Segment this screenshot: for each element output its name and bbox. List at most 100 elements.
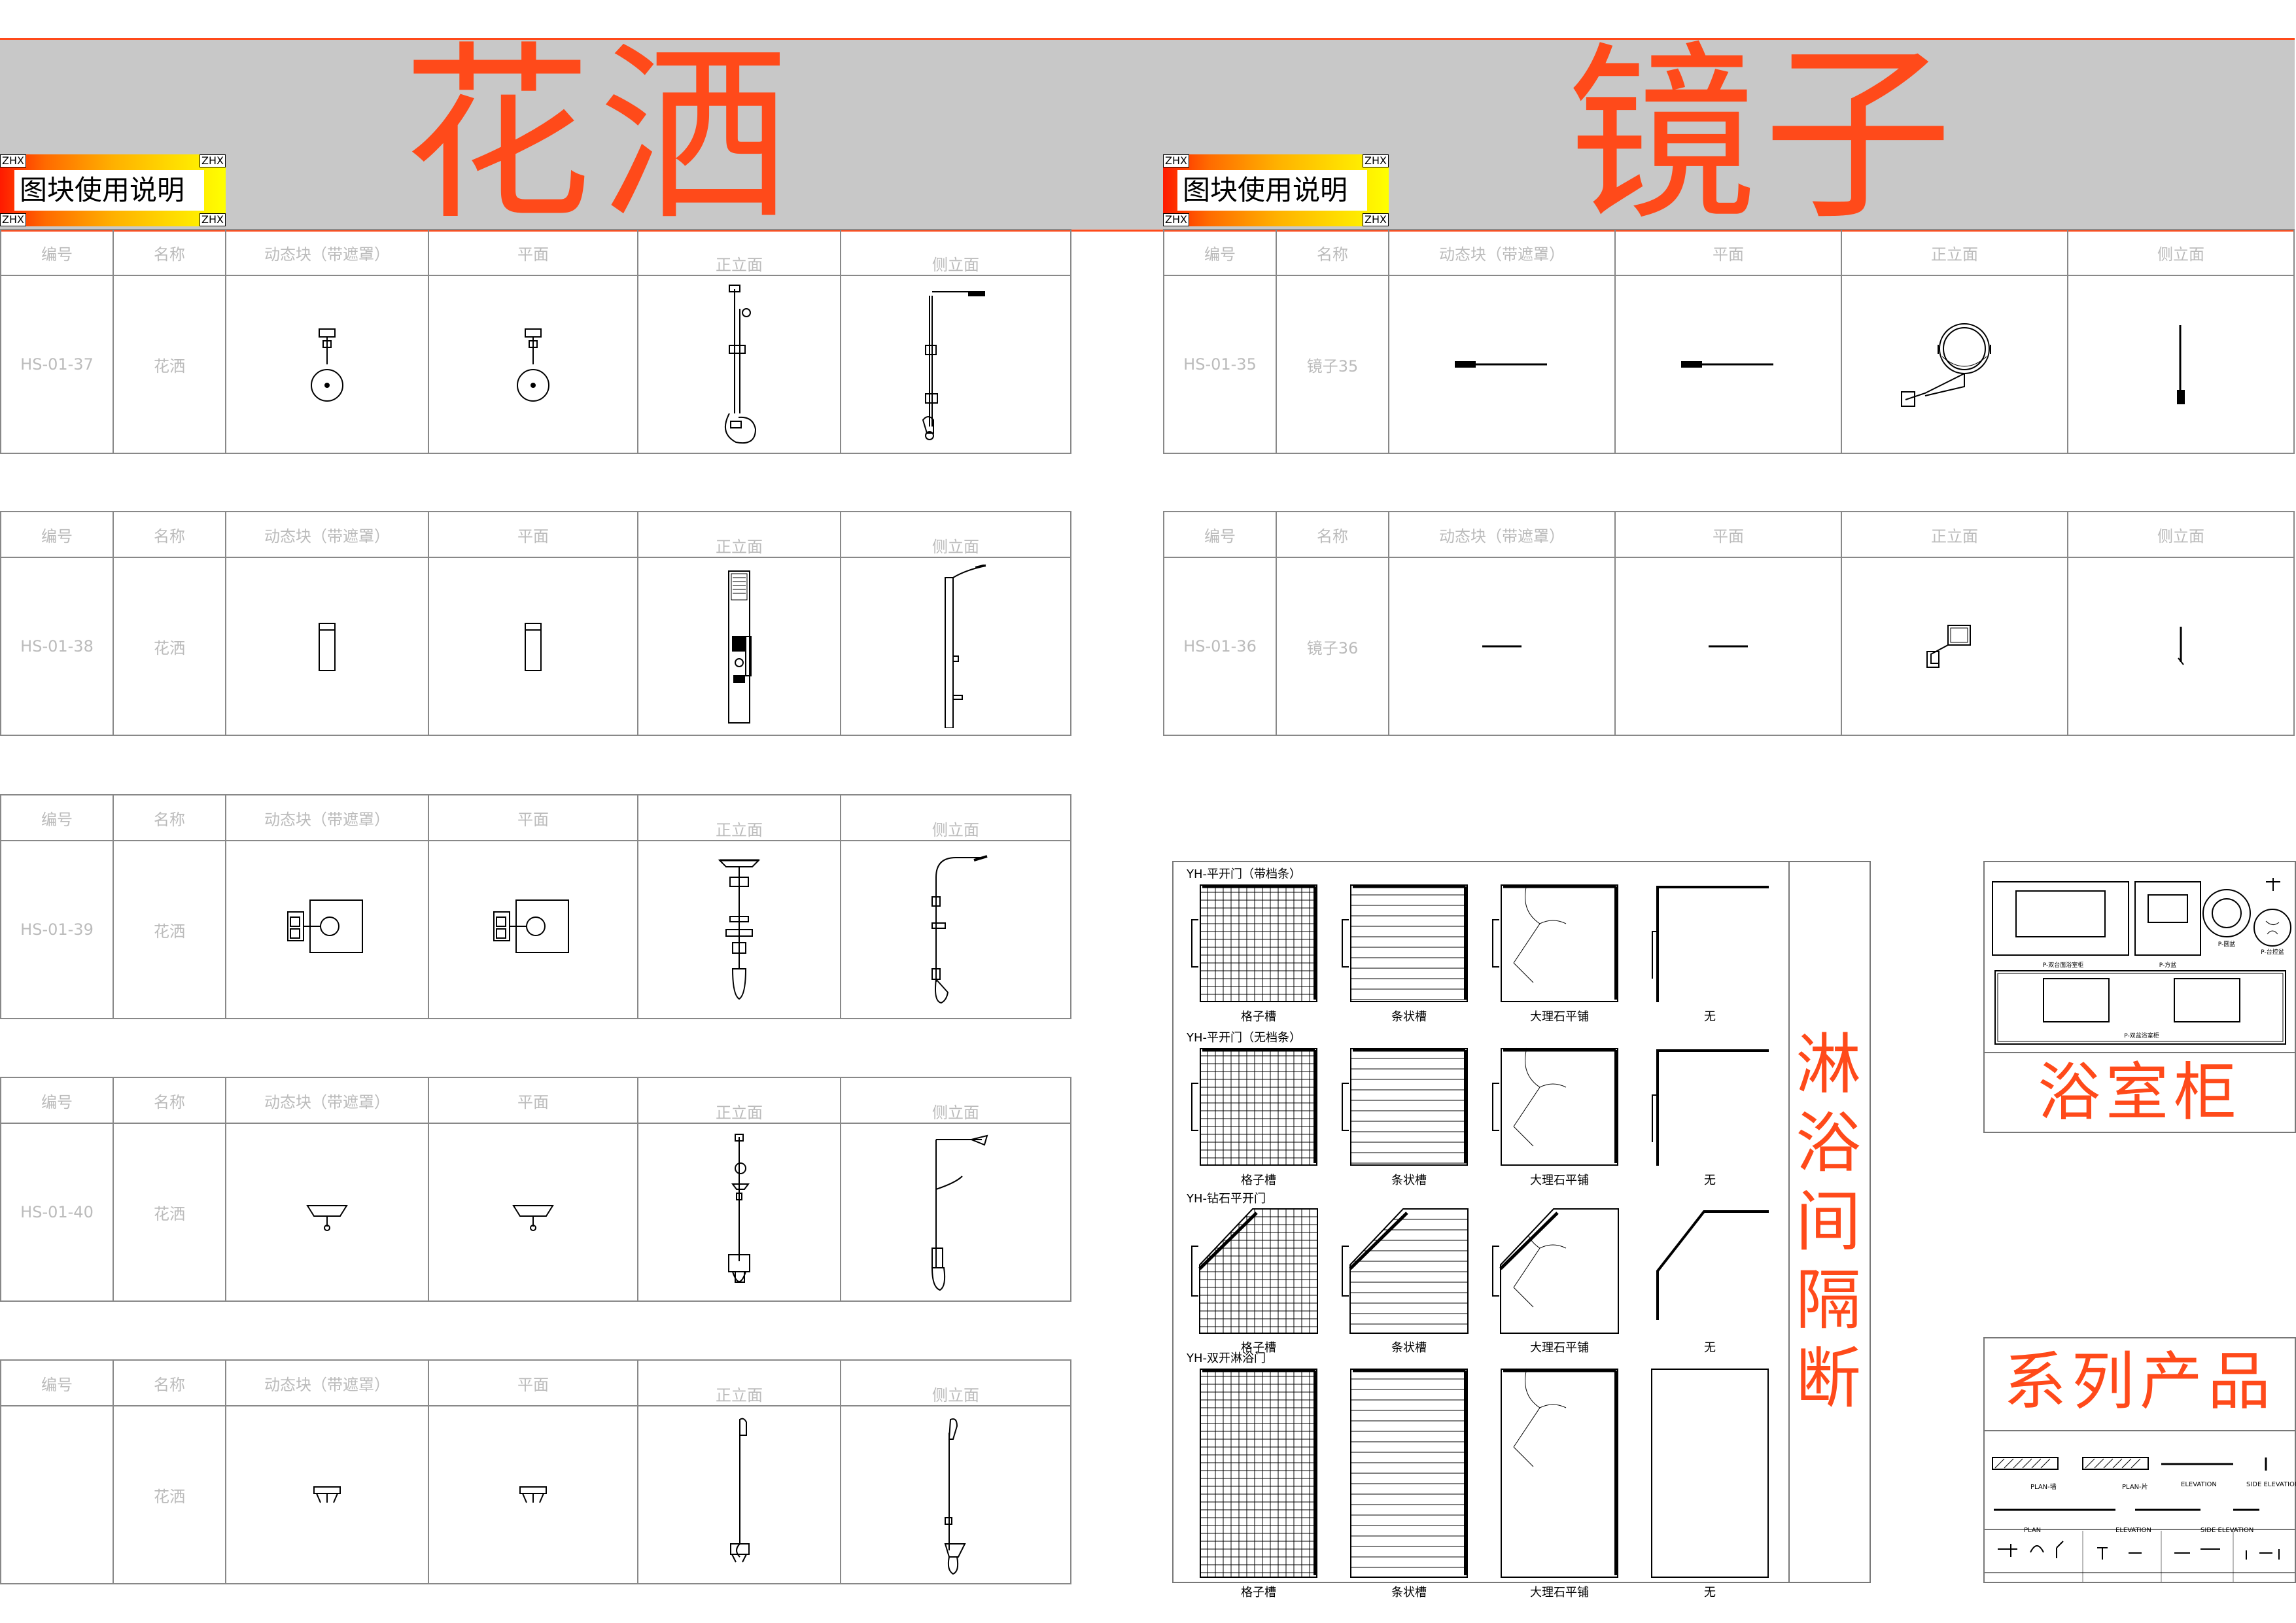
table-header-cell: 正立面 <box>637 229 841 276</box>
table-header-cell: 平面 <box>428 794 638 841</box>
dynamic-block-preview[interactable] <box>1388 557 1616 736</box>
series-label: PLAN <box>2024 1527 2042 1534</box>
enclosure-option-preview[interactable] <box>1191 1048 1317 1166</box>
side-elevation-preview[interactable] <box>2067 275 2295 454</box>
series-label: PLAN-墙 <box>2030 1484 2057 1491</box>
dynamic-block-preview[interactable] <box>225 557 429 736</box>
enclosure-option-preview[interactable] <box>1191 884 1317 1002</box>
side-elevation-preview[interactable] <box>840 1123 1071 1302</box>
corner-tag: ZHX <box>1163 154 1189 167</box>
enclosure-option-label: 无 <box>1704 1586 1716 1599</box>
svg-text:P-方盆: P-方盆 <box>2159 961 2176 969</box>
svg-text:P-圆盆: P-圆盆 <box>2218 940 2235 948</box>
front-elevation-preview[interactable] <box>637 1123 841 1302</box>
product-code: HS-01-37 <box>0 275 114 454</box>
svg-text:P-双盆浴室柜: P-双盆浴室柜 <box>2124 1032 2159 1039</box>
table-header-cell: 侧立面 <box>840 1077 1071 1124</box>
table-header-cell: 动态块（带遮罩） <box>225 1359 429 1406</box>
table-header-cell: 名称 <box>1276 229 1389 276</box>
enclosure-option-preview[interactable] <box>1342 884 1468 1002</box>
enclosure-option-preview[interactable] <box>1342 1048 1468 1166</box>
usage-badge-right[interactable]: ZHX ZHX ZHX ZHX 图块使用说明 <box>1163 154 1389 226</box>
table-header-cell: 编号 <box>0 229 114 276</box>
enclosure-group-title: YH-双开淋浴门 <box>1187 1352 1266 1365</box>
plan-view-preview[interactable] <box>428 557 638 736</box>
dynamic-block-preview[interactable] <box>225 1405 429 1584</box>
front-elevation-preview[interactable] <box>637 1405 841 1584</box>
enclosure-option-preview[interactable] <box>1342 1208 1469 1334</box>
corner-tag: ZHX <box>0 154 26 167</box>
series-title: 系列产品 <box>2004 1345 2276 1418</box>
side-elevation-preview[interactable] <box>840 275 1071 454</box>
enclosure-option-preview[interactable] <box>1350 1369 1468 1578</box>
front-elevation-preview[interactable] <box>637 275 841 454</box>
product-name: 花洒 <box>113 275 226 454</box>
plan-view-preview[interactable] <box>1614 275 1842 454</box>
mirror-title: 镜子 <box>1567 26 1959 246</box>
side-elevation-preview[interactable] <box>840 1405 1071 1584</box>
dynamic-block-preview[interactable] <box>225 1123 429 1302</box>
front-elevation-preview[interactable] <box>1841 557 2068 736</box>
front-elevation-preview[interactable] <box>637 557 841 736</box>
dynamic-block-preview[interactable] <box>1388 275 1616 454</box>
table-header-cell: 名称 <box>113 511 226 558</box>
product-name: 花洒 <box>113 840 226 1019</box>
table-header-cell: 名称 <box>113 794 226 841</box>
product-name: 花洒 <box>113 557 226 736</box>
table-header-cell: 名称 <box>113 1077 226 1124</box>
enclosure-option-preview[interactable] <box>1651 1048 1769 1166</box>
front-elevation-preview[interactable] <box>1841 275 2068 454</box>
table-header-cell: 动态块（带遮罩） <box>225 229 429 276</box>
table-header-cell: 编号 <box>0 1359 114 1406</box>
enclosure-option-preview[interactable] <box>1492 1047 1618 1166</box>
series-thumbnail[interactable] <box>1985 1431 2295 1582</box>
table-header-cell: 正立面 <box>637 1077 841 1124</box>
corner-tag: ZHX <box>200 213 226 226</box>
plan-view-preview[interactable] <box>1614 557 1842 736</box>
dynamic-block-preview[interactable] <box>225 275 429 454</box>
table-header-cell: 动态块（带遮罩） <box>225 1077 429 1124</box>
enclosure-option-preview[interactable] <box>1651 884 1769 1002</box>
enclosure-option-label: 条状槽 <box>1391 1010 1427 1024</box>
enclosure-option-preview[interactable] <box>1492 884 1618 1002</box>
table-header-cell: 平面 <box>428 1077 638 1124</box>
plan-view-preview[interactable] <box>428 275 638 454</box>
table-header-cell: 平面 <box>1614 229 1842 276</box>
enclosure-option-label: 无 <box>1704 1174 1716 1187</box>
table-header-cell: 侧立面 <box>840 1359 1071 1406</box>
dynamic-block-preview[interactable] <box>225 840 429 1019</box>
shower-5-table: 编号名称动态块（带遮罩）平面正立面侧立面花洒 <box>0 1359 1071 1584</box>
usage-badge-label: 图块使用说明 <box>14 170 204 211</box>
enclosure-option-preview[interactable] <box>1501 1368 1618 1578</box>
enclosure-option-preview[interactable] <box>1200 1369 1317 1578</box>
enclosure-option-preview[interactable] <box>1492 1208 1619 1334</box>
corner-tag: ZHX <box>1363 154 1389 167</box>
svg-text:P-双台面浴室柜: P-双台面浴室柜 <box>2043 961 2083 969</box>
plan-view-preview[interactable] <box>428 840 638 1019</box>
enclosure-option-preview[interactable] <box>1651 1209 1769 1333</box>
front-elevation-preview[interactable] <box>637 840 841 1019</box>
table-header-cell: 正立面 <box>637 794 841 841</box>
enclosure-option-preview[interactable] <box>1191 1208 1318 1334</box>
series-panel: 系列产品 PLAN-墙 PLAN-片 ELEVATION SIDE ELEVAT… <box>1983 1337 2296 1583</box>
product-name: 镜子36 <box>1276 557 1389 736</box>
vanity-thumbnail[interactable]: P-双台面浴室柜 P-方盆 P-圆盆 P-台控盆 P-双盆浴室柜 <box>1985 862 2295 1049</box>
series-label: ELEVATION <box>2115 1527 2151 1534</box>
side-elevation-preview[interactable] <box>2067 557 2295 736</box>
plan-view-preview[interactable] <box>428 1123 638 1302</box>
corner-tag: ZHX <box>1363 213 1389 226</box>
side-elevation-preview[interactable] <box>840 840 1071 1019</box>
product-code: HS-01-38 <box>0 557 114 736</box>
usage-badge-left[interactable]: ZHX ZHX ZHX ZHX 图块使用说明 <box>0 154 226 226</box>
table-header-cell: 侧立面 <box>840 229 1071 276</box>
table-header-cell: 动态块（带遮罩） <box>225 511 429 558</box>
plan-view-preview[interactable] <box>428 1405 638 1584</box>
enclosure-option-label: 格子槽 <box>1241 1586 1276 1599</box>
enclosure-option-preview[interactable] <box>1651 1369 1769 1578</box>
enclosure-option-label: 格子槽 <box>1241 1341 1276 1355</box>
enclosure-option-label: 大理石平铺 <box>1530 1010 1589 1024</box>
table-header-cell: 名称 <box>1276 511 1389 558</box>
side-elevation-preview[interactable] <box>840 557 1071 736</box>
